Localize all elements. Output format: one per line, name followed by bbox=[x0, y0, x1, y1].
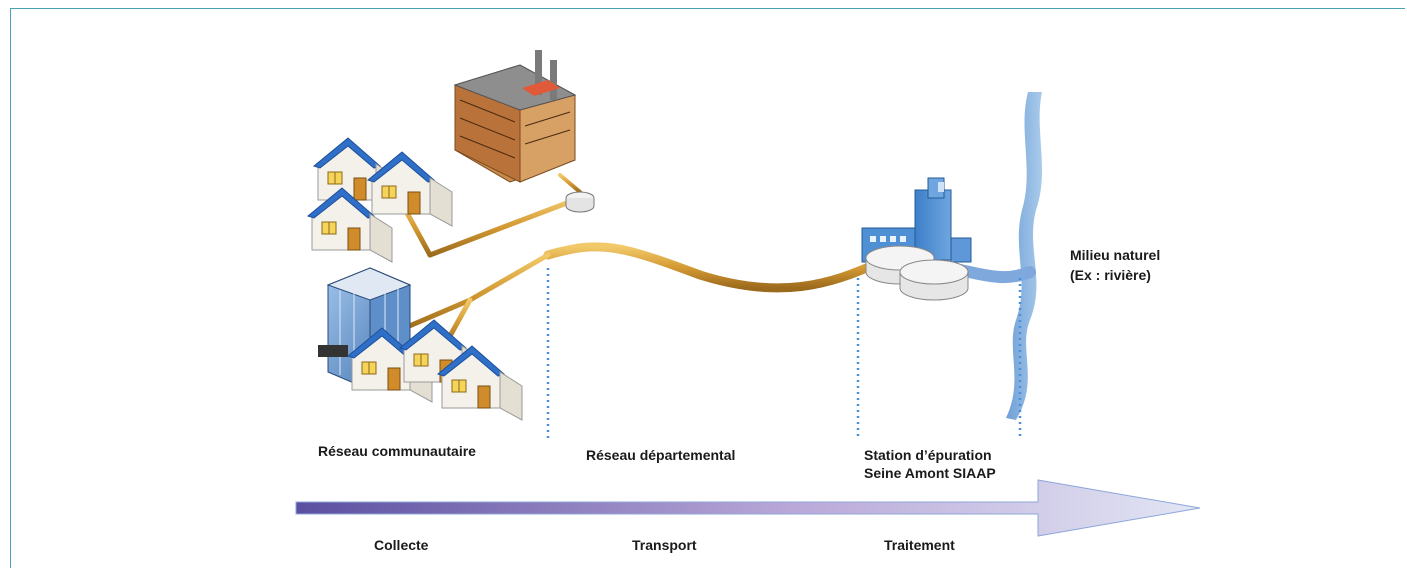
label-milieu-line2: (Ex : rivière) bbox=[1070, 267, 1151, 283]
label-reseau-communautaire: Réseau communautaire bbox=[318, 443, 476, 459]
river-icon bbox=[1006, 92, 1042, 420]
phase-transport: Transport bbox=[632, 537, 697, 553]
phase-dividers bbox=[546, 268, 1022, 440]
manhole-icon bbox=[565, 191, 595, 213]
label-station-line2: Seine Amont SIAAP bbox=[864, 465, 996, 481]
treatment-plant-icon bbox=[861, 177, 972, 301]
label-station-line1: Station d’épuration bbox=[864, 447, 992, 463]
label-milieu-line1: Milieu naturel bbox=[1070, 247, 1161, 263]
process-arrow bbox=[295, 479, 1201, 537]
label-reseau-departemental: Réseau départemental bbox=[586, 447, 736, 463]
phase-traitement: Traitement bbox=[884, 537, 955, 553]
frame-border bbox=[10, 8, 1405, 568]
phase-collecte: Collecte bbox=[374, 537, 429, 553]
factory-icon bbox=[453, 50, 577, 183]
plant-outflow bbox=[954, 264, 1036, 284]
